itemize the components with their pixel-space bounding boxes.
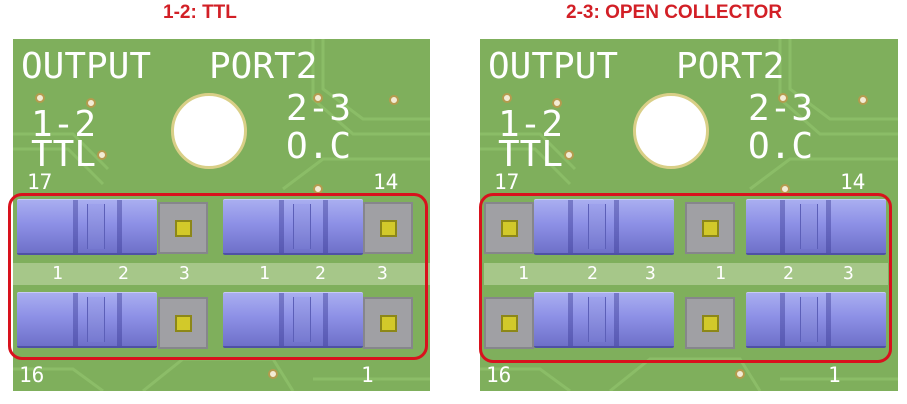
- silk-port: PORT2: [209, 46, 318, 87]
- via: [313, 93, 323, 103]
- silk-pin-16: 16: [486, 363, 512, 387]
- silk-pin-16: 16: [19, 363, 45, 387]
- jumper-highlight: [8, 193, 428, 360]
- silk-oc: O.C: [748, 126, 814, 167]
- mounting-hole: [171, 93, 247, 169]
- jumper-shunt: [534, 199, 674, 255]
- silk-oc: O.C: [286, 126, 352, 167]
- header-pin-3: [158, 202, 208, 254]
- via: [97, 150, 107, 160]
- silk-1-2: 1-2: [31, 104, 97, 145]
- pcb-traces: [480, 39, 898, 391]
- silk-pin-1: 1: [361, 363, 374, 387]
- jumper-shunt: [17, 199, 157, 255]
- header-pin-1: [484, 297, 534, 349]
- pin-label: 2: [783, 263, 794, 284]
- pin-label: 2: [118, 263, 129, 284]
- via: [858, 95, 868, 105]
- silk-pin-14: 14: [373, 170, 399, 194]
- via: [268, 369, 278, 379]
- silk-pin-17: 17: [494, 170, 520, 194]
- via: [735, 369, 745, 379]
- pin-label: 1: [715, 263, 726, 284]
- silk-pin-17: 17: [27, 170, 53, 194]
- pin-label: 3: [645, 263, 656, 284]
- pin-label: 1: [259, 263, 270, 284]
- silk-port: PORT2: [676, 46, 785, 87]
- via: [502, 93, 512, 103]
- pin-label: 3: [843, 263, 854, 284]
- pin-label: 3: [377, 263, 388, 284]
- jumper-shunt: [223, 292, 363, 348]
- jumper-shunt: [746, 292, 886, 348]
- header-pin-3: [363, 297, 413, 349]
- left-pcb-panel: OUTPUT PORT2 1-2 TTL 2-3 O.C 17 14 16 1 …: [13, 39, 430, 391]
- jumper-shunt: [17, 292, 157, 348]
- header-pin-1: [685, 202, 735, 254]
- pin-number-strip: [484, 263, 888, 285]
- pin-label: 2: [587, 263, 598, 284]
- via: [778, 93, 788, 103]
- via: [564, 150, 574, 160]
- left-heading: 1-2: TTL: [163, 2, 237, 23]
- header-pin-1: [685, 297, 735, 349]
- pin-label: 1: [52, 263, 63, 284]
- pin-number-strip: [13, 263, 430, 285]
- pin-label: 3: [179, 263, 190, 284]
- mounting-hole: [633, 93, 709, 169]
- right-pcb-panel: OUTPUT PORT2 1-2 TTL 2-3 O.C 17 14 16 1 …: [480, 39, 898, 391]
- via: [35, 93, 45, 103]
- silk-pin-1: 1: [828, 363, 841, 387]
- header-pin-3: [363, 202, 413, 254]
- silk-ttl: TTL: [498, 134, 564, 175]
- right-heading: 2-3: OPEN COLLECTOR: [566, 2, 783, 23]
- pin-label: 1: [518, 263, 529, 284]
- jumper-shunt: [746, 199, 886, 255]
- jumper-highlight: [479, 193, 892, 363]
- silk-ttl: TTL: [31, 134, 97, 175]
- silk-pin-14: 14: [840, 170, 866, 194]
- via: [552, 98, 562, 108]
- jumper-shunt: [534, 292, 674, 348]
- silk-output: OUTPUT: [488, 46, 619, 87]
- silk-1-2: 1-2: [498, 104, 564, 145]
- silk-output: OUTPUT: [21, 46, 152, 87]
- jumper-shunt: [223, 199, 363, 255]
- pin-label: 2: [315, 263, 326, 284]
- via: [389, 95, 399, 105]
- header-pin-1: [484, 202, 534, 254]
- pcb-traces: [13, 39, 430, 391]
- header-pin-3: [158, 297, 208, 349]
- via: [86, 98, 96, 108]
